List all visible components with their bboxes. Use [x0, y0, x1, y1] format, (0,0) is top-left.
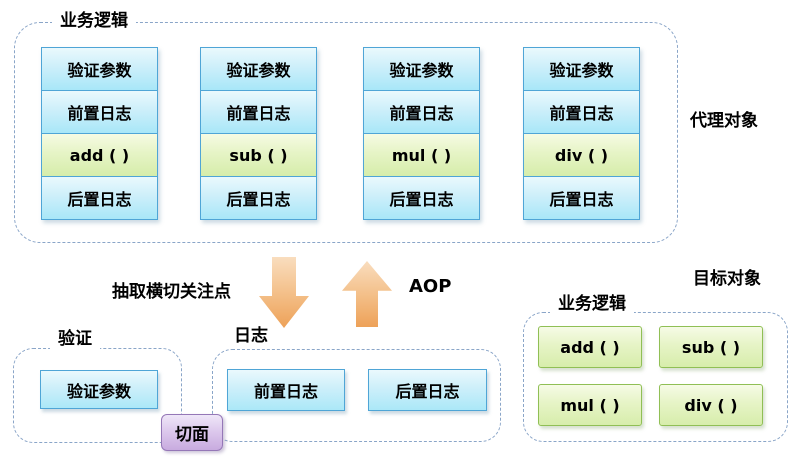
cell-post-log: 后置日志	[523, 176, 640, 220]
cell-pre-log: 前置日志	[200, 90, 317, 134]
cell-pre-log: 前置日志	[363, 90, 480, 134]
validation-params-box: 验证参数	[40, 370, 158, 409]
proxy-object-group	[14, 22, 678, 243]
cell-method-add: add ( )	[41, 133, 158, 177]
proxy-column-sub: 验证参数 前置日志 sub ( ) 后置日志	[200, 47, 317, 220]
cell-validate-params: 验证参数	[523, 47, 640, 91]
target-method-mul: mul ( )	[538, 384, 642, 426]
target-business-group	[523, 312, 788, 442]
logging-group-label: 日志	[226, 326, 276, 347]
proxy-group-label: 业务逻辑	[52, 11, 136, 32]
proxy-column-div: 验证参数 前置日志 div ( ) 后置日志	[523, 47, 640, 220]
target-method-sub: sub ( )	[659, 326, 763, 368]
extract-crosscut-label: 抽取横切关注点	[112, 282, 231, 302]
pre-log-box: 前置日志	[227, 369, 345, 411]
cell-post-log: 后置日志	[41, 176, 158, 220]
cell-post-log: 后置日志	[363, 176, 480, 220]
aspect-box: 切面	[161, 414, 223, 451]
cell-pre-log: 前置日志	[523, 90, 640, 134]
proxy-column-add: 验证参数 前置日志 add ( ) 后置日志	[41, 47, 158, 220]
cell-method-div: div ( )	[523, 133, 640, 177]
arrow-down-icon	[259, 257, 309, 328]
cell-method-mul: mul ( )	[363, 133, 480, 177]
arrow-up-icon	[342, 261, 392, 327]
target-method-div: div ( )	[659, 384, 763, 426]
cell-validate-params: 验证参数	[200, 47, 317, 91]
proxy-column-mul: 验证参数 前置日志 mul ( ) 后置日志	[363, 47, 480, 220]
cell-pre-log: 前置日志	[41, 90, 158, 134]
aop-label: AOP	[409, 276, 452, 297]
post-log-box: 后置日志	[368, 369, 487, 411]
cell-validate-params: 验证参数	[363, 47, 480, 91]
target-group-label: 业务逻辑	[550, 294, 634, 315]
cell-validate-params: 验证参数	[41, 47, 158, 91]
cell-post-log: 后置日志	[200, 176, 317, 220]
target-method-add: add ( )	[538, 326, 642, 368]
logging-group	[212, 349, 501, 442]
target-object-caption: 目标对象	[693, 269, 761, 289]
cell-method-sub: sub ( )	[200, 133, 317, 177]
validation-group-label: 验证	[50, 329, 100, 350]
proxy-object-caption: 代理对象	[690, 111, 758, 131]
